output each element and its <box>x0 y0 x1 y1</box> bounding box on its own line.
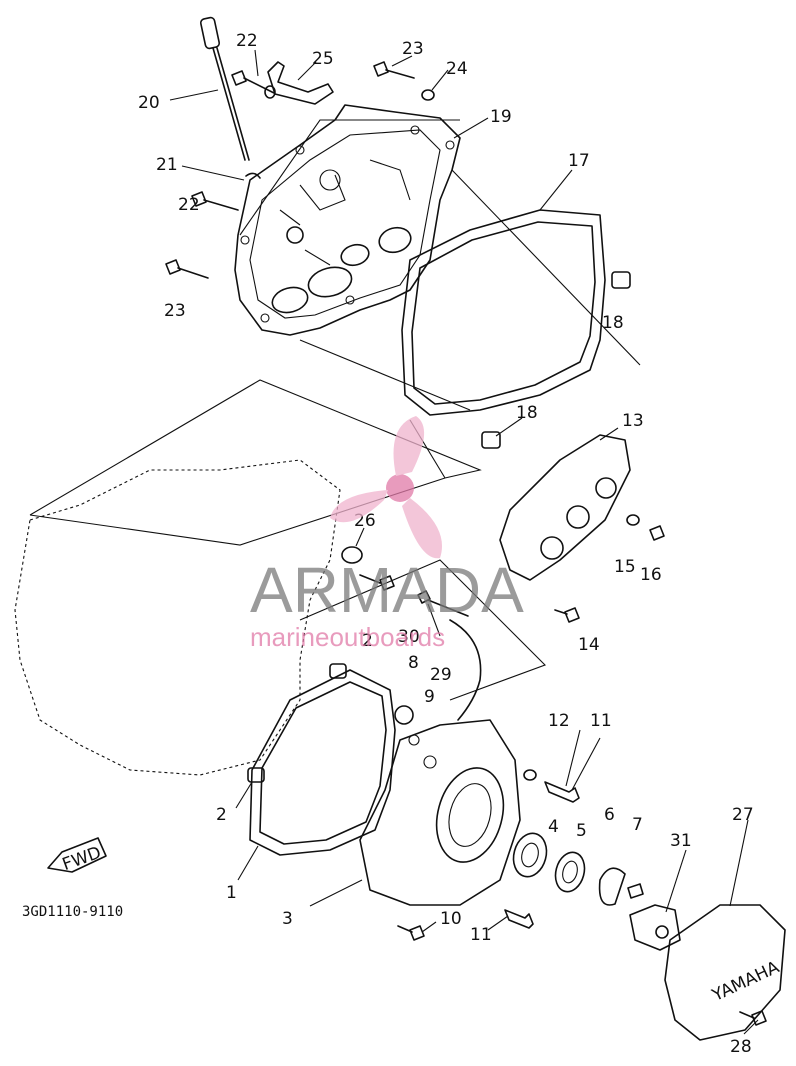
dowel-pin-2a <box>329 663 347 679</box>
leader-lines <box>169 49 759 1035</box>
callout-18a: 18 <box>602 313 624 333</box>
callout-11b: 11 <box>470 925 492 945</box>
callout-12: 12 <box>548 711 570 731</box>
bolts-13 <box>554 514 665 623</box>
part-31 <box>629 904 681 951</box>
callout-2b: 2 <box>216 805 227 825</box>
callout-4: 4 <box>548 817 559 837</box>
callout-21: 21 <box>156 155 178 175</box>
dipstick <box>199 16 250 161</box>
bearing-4 <box>512 832 548 878</box>
callout-2a: 2 <box>362 631 373 651</box>
callout-1: 1 <box>226 883 237 903</box>
bolts-upper <box>165 61 435 279</box>
gasket-lower <box>249 669 396 856</box>
dowel-pin-lower <box>481 431 501 449</box>
cover-27: YAMAHA <box>664 904 786 1041</box>
callout-labels: 20 22 25 23 24 19 21 17 22 23 18 18 13 2… <box>22 31 754 1057</box>
callout-22: 22 <box>236 31 258 51</box>
callout-7: 7 <box>632 815 643 835</box>
callout-8: 8 <box>408 653 419 673</box>
callout-16: 16 <box>640 565 662 585</box>
fwd-arrow: FWD <box>47 837 107 875</box>
watermark-brand: ARMADA <box>250 554 524 626</box>
callout-22b: 22 <box>178 195 200 215</box>
callout-23: 23 <box>402 39 424 59</box>
callout-9: 9 <box>424 687 435 707</box>
bolts-lower <box>397 769 580 941</box>
callout-5: 5 <box>576 821 587 841</box>
callout-17: 17 <box>568 151 590 171</box>
dowel-pin-upper <box>611 271 631 289</box>
watermark: ARMADA marineoutboards <box>250 416 524 652</box>
callout-23b: 23 <box>164 301 186 321</box>
propeller-icon <box>330 416 442 559</box>
callout-29: 29 <box>430 665 452 685</box>
callout-20: 20 <box>138 93 160 113</box>
plate-6 <box>598 867 626 906</box>
callout-18b: 18 <box>516 403 538 423</box>
callout-6: 6 <box>604 805 615 825</box>
watermark-tagline: marineoutboards <box>250 622 445 652</box>
callout-27: 27 <box>732 805 754 825</box>
callout-25: 25 <box>312 49 334 69</box>
callout-14: 14 <box>578 635 600 655</box>
catalog-code: 3GD1110-9110 <box>22 904 123 920</box>
reference-lines <box>29 119 641 701</box>
callout-11a: 11 <box>590 711 612 731</box>
callout-19: 19 <box>490 107 512 127</box>
bolt-26 <box>341 546 395 591</box>
crankcase-outline <box>14 459 341 776</box>
rod-30 <box>417 590 469 617</box>
dowel-pin-2b <box>247 767 265 783</box>
callout-10: 10 <box>440 909 462 929</box>
plug-8 <box>394 705 414 725</box>
callout-13: 13 <box>622 411 644 431</box>
crankcase-cover-upper <box>234 104 461 336</box>
seal-5 <box>554 851 586 893</box>
callout-28: 28 <box>730 1037 752 1057</box>
fwd-label: FWD <box>60 843 104 875</box>
hose-29 <box>449 619 482 721</box>
callout-3: 3 <box>282 909 293 929</box>
callout-30: 30 <box>398 627 420 647</box>
bolt-7 <box>627 883 644 899</box>
callout-31: 31 <box>670 831 692 851</box>
callout-24: 24 <box>446 59 468 79</box>
callout-15: 15 <box>614 557 636 577</box>
crankcase-cover-lower <box>359 719 521 906</box>
crankcase-cover-13 <box>499 434 631 581</box>
bolt-28 <box>739 1010 767 1026</box>
